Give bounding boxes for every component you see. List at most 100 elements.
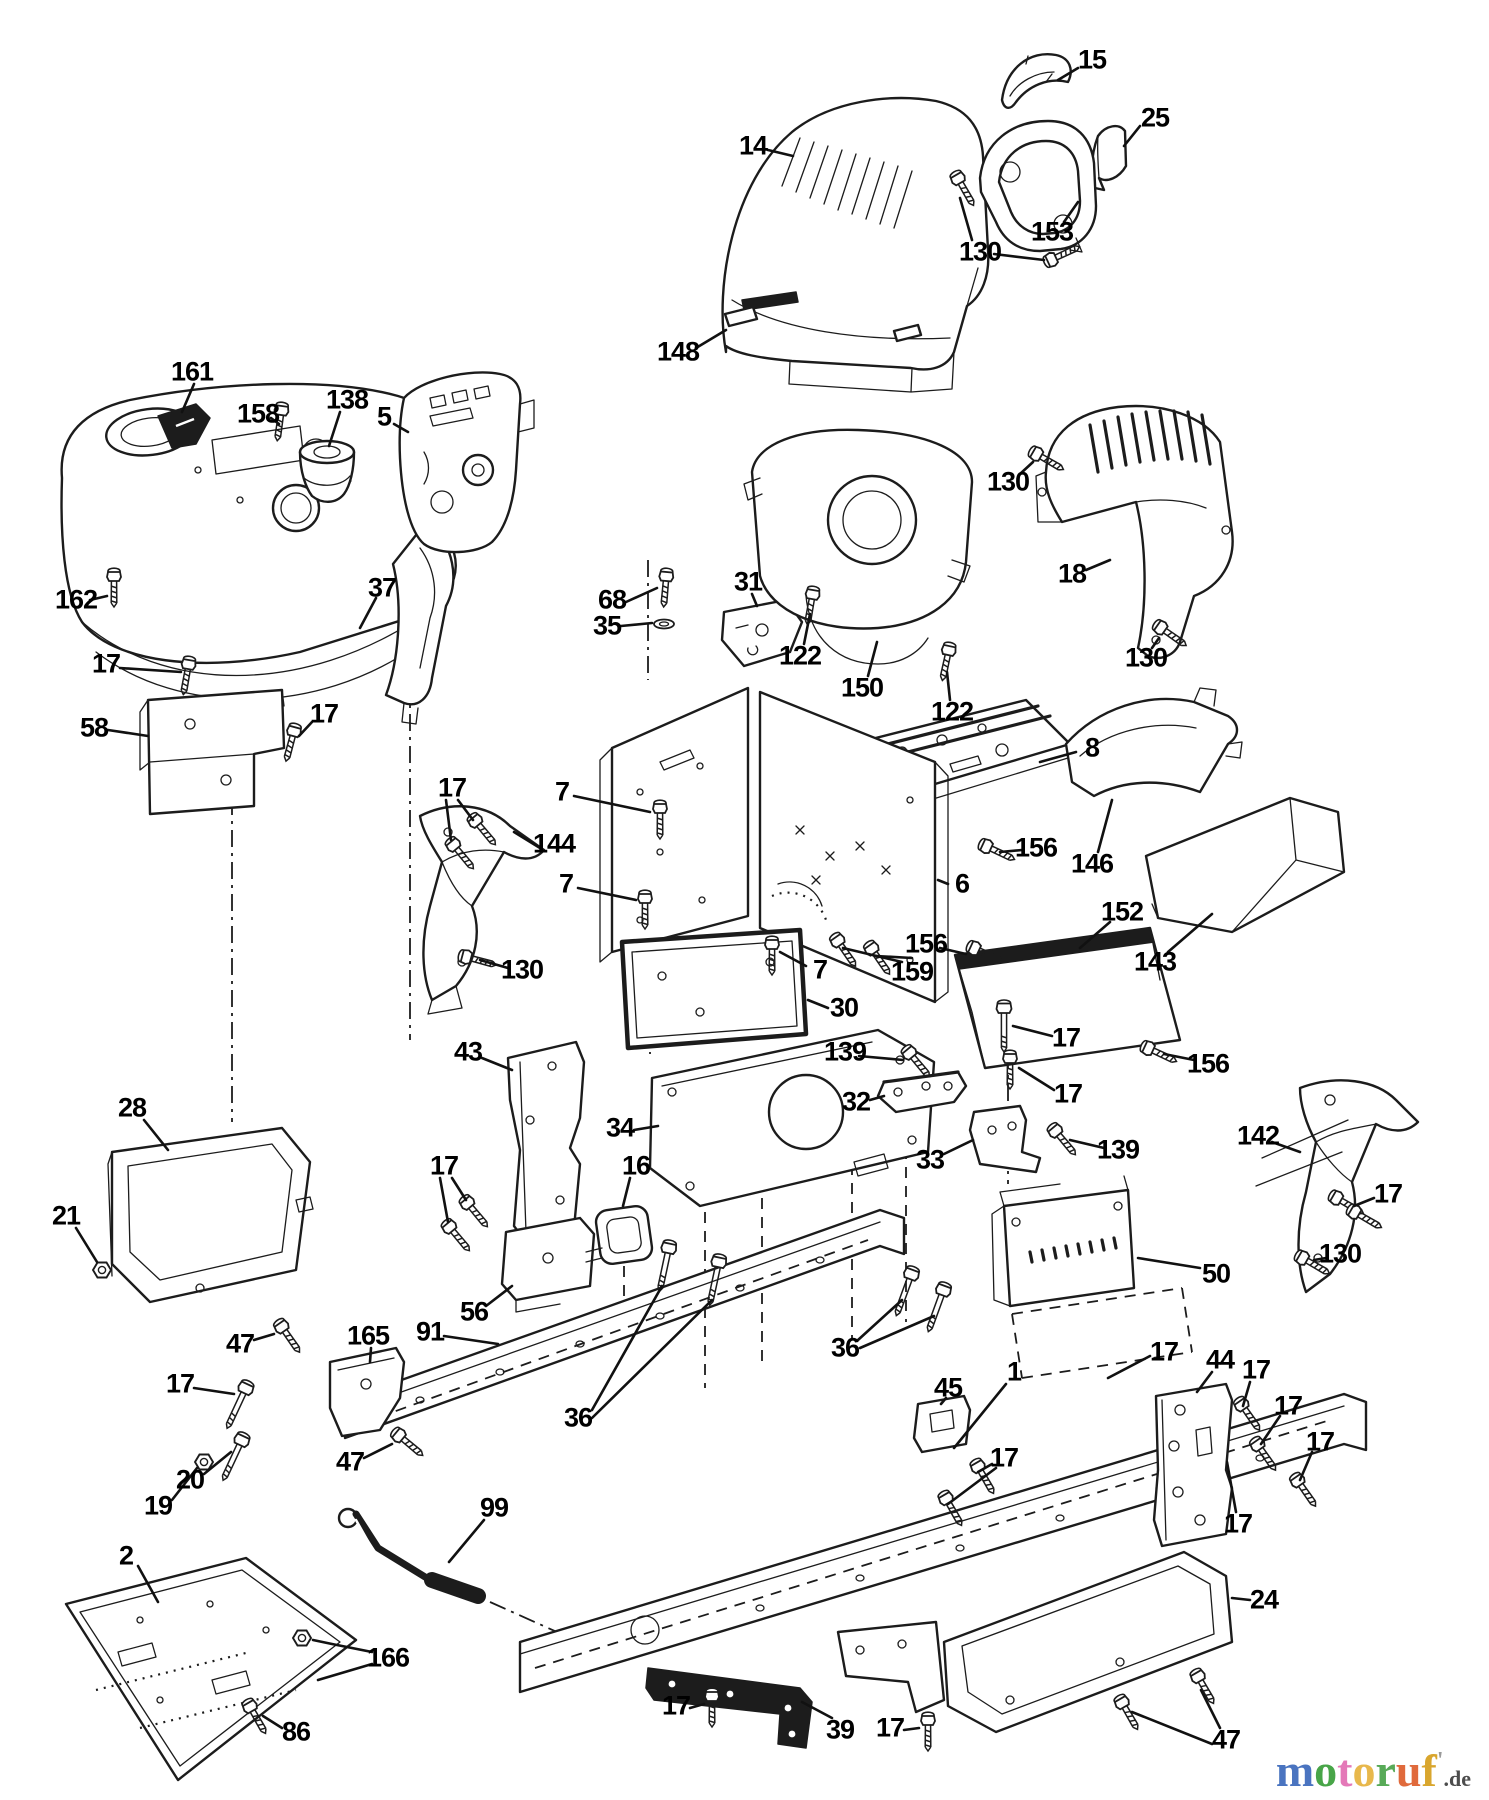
part-label-58-13: 58: [79, 712, 109, 743]
part-plate-30: [619, 927, 809, 1051]
part-bracket-144: [418, 805, 546, 1015]
leader-line-130-23: [1150, 636, 1161, 650]
part-label-144-38: 144: [532, 828, 576, 859]
part-label-34-41: 34: [605, 1112, 635, 1143]
part-label-25-2: 25: [1140, 102, 1170, 133]
leader-line-156-30: [1162, 1052, 1196, 1062]
leader-line-6-34: [936, 878, 950, 886]
leader-line-50-56: [1136, 1256, 1202, 1270]
part-label-156-25: 156: [1014, 832, 1058, 863]
part-bracket-45: [912, 1394, 972, 1454]
leader-line-17-74: [1225, 1460, 1238, 1514]
part-label-142-57: 142: [1236, 1120, 1280, 1151]
part-hinge-strip-148: [723, 305, 923, 343]
part-label-130-4: 130: [958, 236, 1002, 267]
leader-line-45-67: [939, 1396, 948, 1406]
part-dash-panel-5: [398, 371, 535, 554]
part-label-5-9: 5: [376, 401, 392, 432]
part-label-130-59: 130: [1318, 1238, 1362, 1269]
part-label-17-12: 17: [91, 648, 121, 679]
leader-line-86-77: [261, 1714, 284, 1730]
leader-line-7-32: [576, 886, 638, 902]
watermark-letter-u: u: [1395, 1745, 1422, 1796]
part-label-166-76: 166: [366, 1642, 410, 1673]
leader-line-143-27: [1166, 912, 1214, 954]
part-label-50-56: 50: [1201, 1258, 1231, 1289]
part-label-86-77: 86: [281, 1716, 311, 1747]
part-bracket-58: [139, 688, 286, 816]
leader-line-130-4: [958, 196, 974, 242]
leader-line-122-20: [945, 670, 952, 702]
leader-line-17-58: [1352, 1196, 1376, 1208]
leader-line-58-13: [106, 728, 150, 738]
part-label-56-44: 56: [459, 1296, 489, 1327]
leader-line-47-83: [1130, 1710, 1214, 1746]
part-label-158-7: 158: [236, 398, 280, 429]
part-bracket-142: [1255, 1079, 1420, 1294]
leader-line-17-37: [456, 798, 475, 822]
leader-line-7-31: [572, 794, 652, 814]
leader-line-33-52: [942, 1138, 975, 1156]
watermark-tick: ': [1436, 1748, 1444, 1774]
leader-line-24-82: [1230, 1596, 1252, 1602]
part-label-130-39: 130: [500, 954, 544, 985]
leader-line-36-48: [590, 1284, 664, 1412]
part-heat-shield-152: [953, 926, 1182, 1070]
part-label-162-10: 162: [54, 584, 98, 615]
leader-line-18-22: [1084, 558, 1112, 572]
part-label-150-19: 150: [840, 672, 884, 703]
part-footrest-left-28: [107, 1126, 314, 1304]
part-fuel-tank-150: [743, 428, 974, 665]
part-label-28-60: 28: [117, 1092, 147, 1123]
part-label-91-46: 91: [415, 1316, 445, 1347]
part-label-17-71: 17: [1241, 1354, 1271, 1385]
leader-line-17-43: [438, 1176, 450, 1224]
part-frame-plate-34: [648, 1028, 936, 1208]
leader-line-47-63: [252, 1332, 276, 1342]
leader-line-17-72: [1259, 1414, 1282, 1446]
leader-line-7-33: [778, 950, 808, 968]
part-label-165-45: 165: [346, 1320, 390, 1351]
leader-line-17-12: [118, 666, 183, 674]
leader-line-14-0: [766, 148, 795, 158]
watermark-letter-m: m: [1275, 1745, 1315, 1796]
part-label-139-53: 139: [1096, 1134, 1140, 1165]
part-label-35-16: 35: [592, 610, 622, 641]
leader-line-138-8: [327, 410, 342, 448]
part-label-17-14: 17: [309, 698, 339, 729]
part-label-122-18: 122: [778, 640, 822, 671]
leader-line-17-68: [946, 1466, 998, 1506]
part-label-14-0: 14: [738, 130, 768, 161]
leader-line-1-66: [952, 1382, 1008, 1450]
leader-line-159-36: [874, 954, 914, 960]
part-lift-crank-99: [337, 1507, 486, 1604]
leader-line-146-26: [1096, 798, 1114, 854]
leader-line-17-14: [297, 720, 314, 738]
leader-line-17-79: [688, 1702, 706, 1710]
part-label-15-1: 15: [1077, 44, 1107, 75]
leader-line-17-71: [1241, 1380, 1252, 1408]
watermark-motoruf: motoruf'.de: [1276, 1748, 1471, 1794]
watermark-letter-o: o: [1352, 1745, 1376, 1796]
leader-line-36-49: [858, 1314, 936, 1350]
part-label-17-70: 17: [1149, 1336, 1179, 1367]
leader-line-17-62: [192, 1386, 236, 1396]
part-bracket-43: [506, 1040, 586, 1244]
leader-line-91-46: [442, 1334, 500, 1346]
watermark-letter-f: f: [1421, 1745, 1437, 1796]
part-bracket-56: [500, 1216, 603, 1313]
part-label-17-68: 17: [989, 1442, 1019, 1473]
part-frame-rail-91: [343, 1208, 906, 1440]
leader-line-17-54: [1011, 1024, 1054, 1038]
part-label-47-83: 47: [1211, 1724, 1241, 1755]
leader-line-162-10: [88, 594, 109, 602]
part-grommet-16: [594, 1204, 654, 1266]
leader-line-34-41: [632, 1124, 660, 1132]
part-label-148-5: 148: [656, 336, 700, 367]
part-grille-18: [1035, 404, 1234, 660]
part-label-139-51: 139: [823, 1036, 867, 1067]
leader-line-130-4: [992, 252, 1046, 262]
leader-line-130-21: [1018, 460, 1035, 476]
leader-line-68-15: [624, 586, 659, 604]
